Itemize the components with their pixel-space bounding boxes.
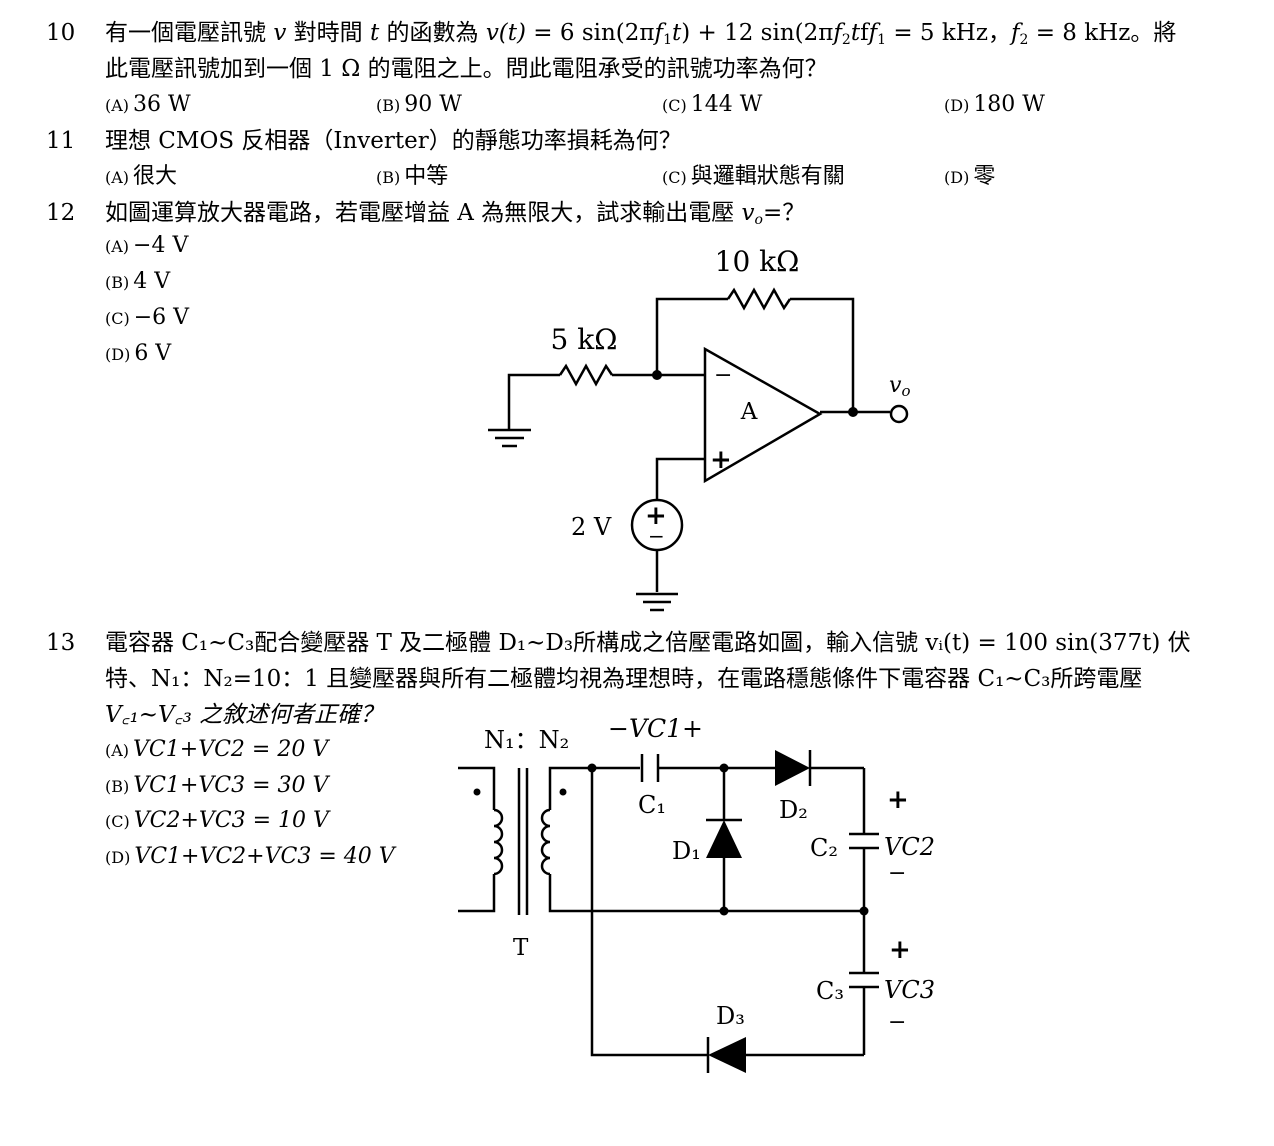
diode-d1: [706, 820, 742, 858]
question-stem-line2: 特、N₁：N₂=10：1 且變壓器與所有二極體均視為理想時，在電路穩態條件下電容…: [105, 666, 1143, 692]
question-stem-line1: 理想 CMOS 反相器（Inverter）的靜態功率損耗為何？: [105, 128, 682, 154]
option-d[interactable]: (D)180 W: [944, 92, 1045, 117]
inverting-sign: −: [714, 363, 732, 388]
primary-coil: [493, 808, 504, 876]
question-number: 13: [46, 630, 76, 656]
option-a[interactable]: (A)VC1+VC2 = 20 V: [105, 737, 329, 762]
d2-label: D₂: [779, 796, 808, 824]
option-b[interactable]: (B)90 W: [376, 92, 462, 117]
voltage-multiplier-circuit-diagram: N₁：N₂ T −VC1+ C₁ D₂ D₁ C₂ C₃ D₃ + VC2 − …: [458, 714, 935, 1073]
option-a[interactable]: (A)−4 V: [105, 233, 189, 258]
noninverting-sign: +: [710, 445, 732, 475]
source-plus-sign: +: [645, 501, 667, 531]
vc1-label: −VC1+: [608, 714, 703, 743]
transformer-label: T: [513, 935, 529, 961]
rf-label: 10 kΩ: [715, 245, 800, 278]
option-d[interactable]: (D)6 V: [105, 341, 172, 366]
vc2-label: VC2: [884, 833, 935, 861]
secondary-polarity-dot: [559, 788, 567, 796]
primary-wire-top: [458, 766, 496, 810]
option-d[interactable]: (D)零: [944, 164, 996, 189]
option-b[interactable]: (B)中等: [376, 164, 449, 189]
voltage-source: [630, 498, 684, 552]
question-stem-line1: 有一個電壓訊號 v 對時間 t 的函數為 v(t) = 6 sin(2πf1t)…: [105, 20, 1177, 48]
option-c[interactable]: (C)VC2+VC3 = 10 V: [105, 808, 329, 833]
c2-label: C₂: [810, 834, 838, 862]
gain-label: A: [740, 399, 758, 425]
question-stem-line3: V꜀₁~V꜀₃ 之敘述何者正確？: [105, 702, 384, 728]
c3-label: C₃: [816, 977, 844, 1005]
ground-wire-left: [507, 373, 560, 430]
option-c[interactable]: (C)與邏輯狀態有關: [662, 164, 845, 189]
ground-symbol-bottom: [636, 592, 678, 612]
d3-label: D₃: [716, 1002, 745, 1030]
question-stem-line2: 此電壓訊號加到一個 1 Ω 的電阻之上。問此電阻承受的訊號功率為何？: [105, 56, 828, 82]
question-number: 10: [46, 20, 76, 46]
feedback-resistor: [726, 287, 792, 311]
option-b[interactable]: (B)4 V: [105, 269, 171, 294]
feedback-wire: [655, 297, 728, 375]
vc2-plus: +: [887, 785, 909, 815]
vo-label: vo: [889, 373, 910, 400]
question-number: 12: [46, 200, 76, 226]
option-a[interactable]: (A)很大: [105, 164, 178, 189]
junction-node: [652, 370, 662, 380]
option-c[interactable]: (C)144 W: [662, 92, 763, 117]
source-label: 2 V: [571, 513, 612, 541]
vc3-minus: −: [888, 1010, 906, 1035]
primary-polarity-dot: [473, 788, 481, 796]
question-stem-line1: 電容器 C₁~C₃配合變壓器 T 及二極體 D₁~D₃所構成之倍壓電路如圖，輸入…: [105, 630, 1191, 656]
vc3-label: VC3: [884, 976, 935, 1004]
vc2-minus: −: [888, 861, 906, 886]
diode-d3: [708, 1037, 746, 1073]
secondary-wire-top: [548, 766, 640, 810]
junction-node: [587, 763, 597, 773]
source-minus-sign: −: [648, 524, 665, 548]
diode-d2: [775, 750, 810, 786]
junction-node: [859, 906, 869, 916]
vc3-plus: +: [889, 935, 911, 965]
opamp-circuit-diagram: 10 kΩ 5 kΩ A − + + − 2 V vo: [488, 245, 910, 612]
primary-wire-bottom: [458, 874, 496, 913]
junction-node: [719, 906, 729, 916]
turns-ratio-label: N₁：N₂: [484, 726, 569, 754]
opamp-triangle: [703, 346, 823, 484]
output-terminal: [889, 404, 909, 424]
question-number: 11: [46, 128, 76, 154]
r1-label: 5 kΩ: [551, 323, 618, 356]
option-c[interactable]: (C)−6 V: [105, 305, 190, 330]
junction-node: [848, 407, 858, 417]
ground-symbol-left: [488, 428, 531, 448]
d1-label: D₁: [672, 837, 701, 865]
option-b[interactable]: (B)VC1+VC3 = 30 V: [105, 773, 329, 798]
question-stem-line1: 如圖運算放大器電路，若電壓增益 A 為無限大，試求輸出電壓 vo=？: [105, 200, 806, 228]
input-resistor: [558, 363, 614, 387]
secondary-coil: [540, 808, 551, 876]
option-d[interactable]: (D)VC1+VC2+VC3 = 40 V: [105, 844, 395, 869]
option-a[interactable]: (A)36 W: [105, 92, 191, 117]
c1-label: C₁: [638, 791, 666, 819]
junction-node: [719, 763, 729, 773]
